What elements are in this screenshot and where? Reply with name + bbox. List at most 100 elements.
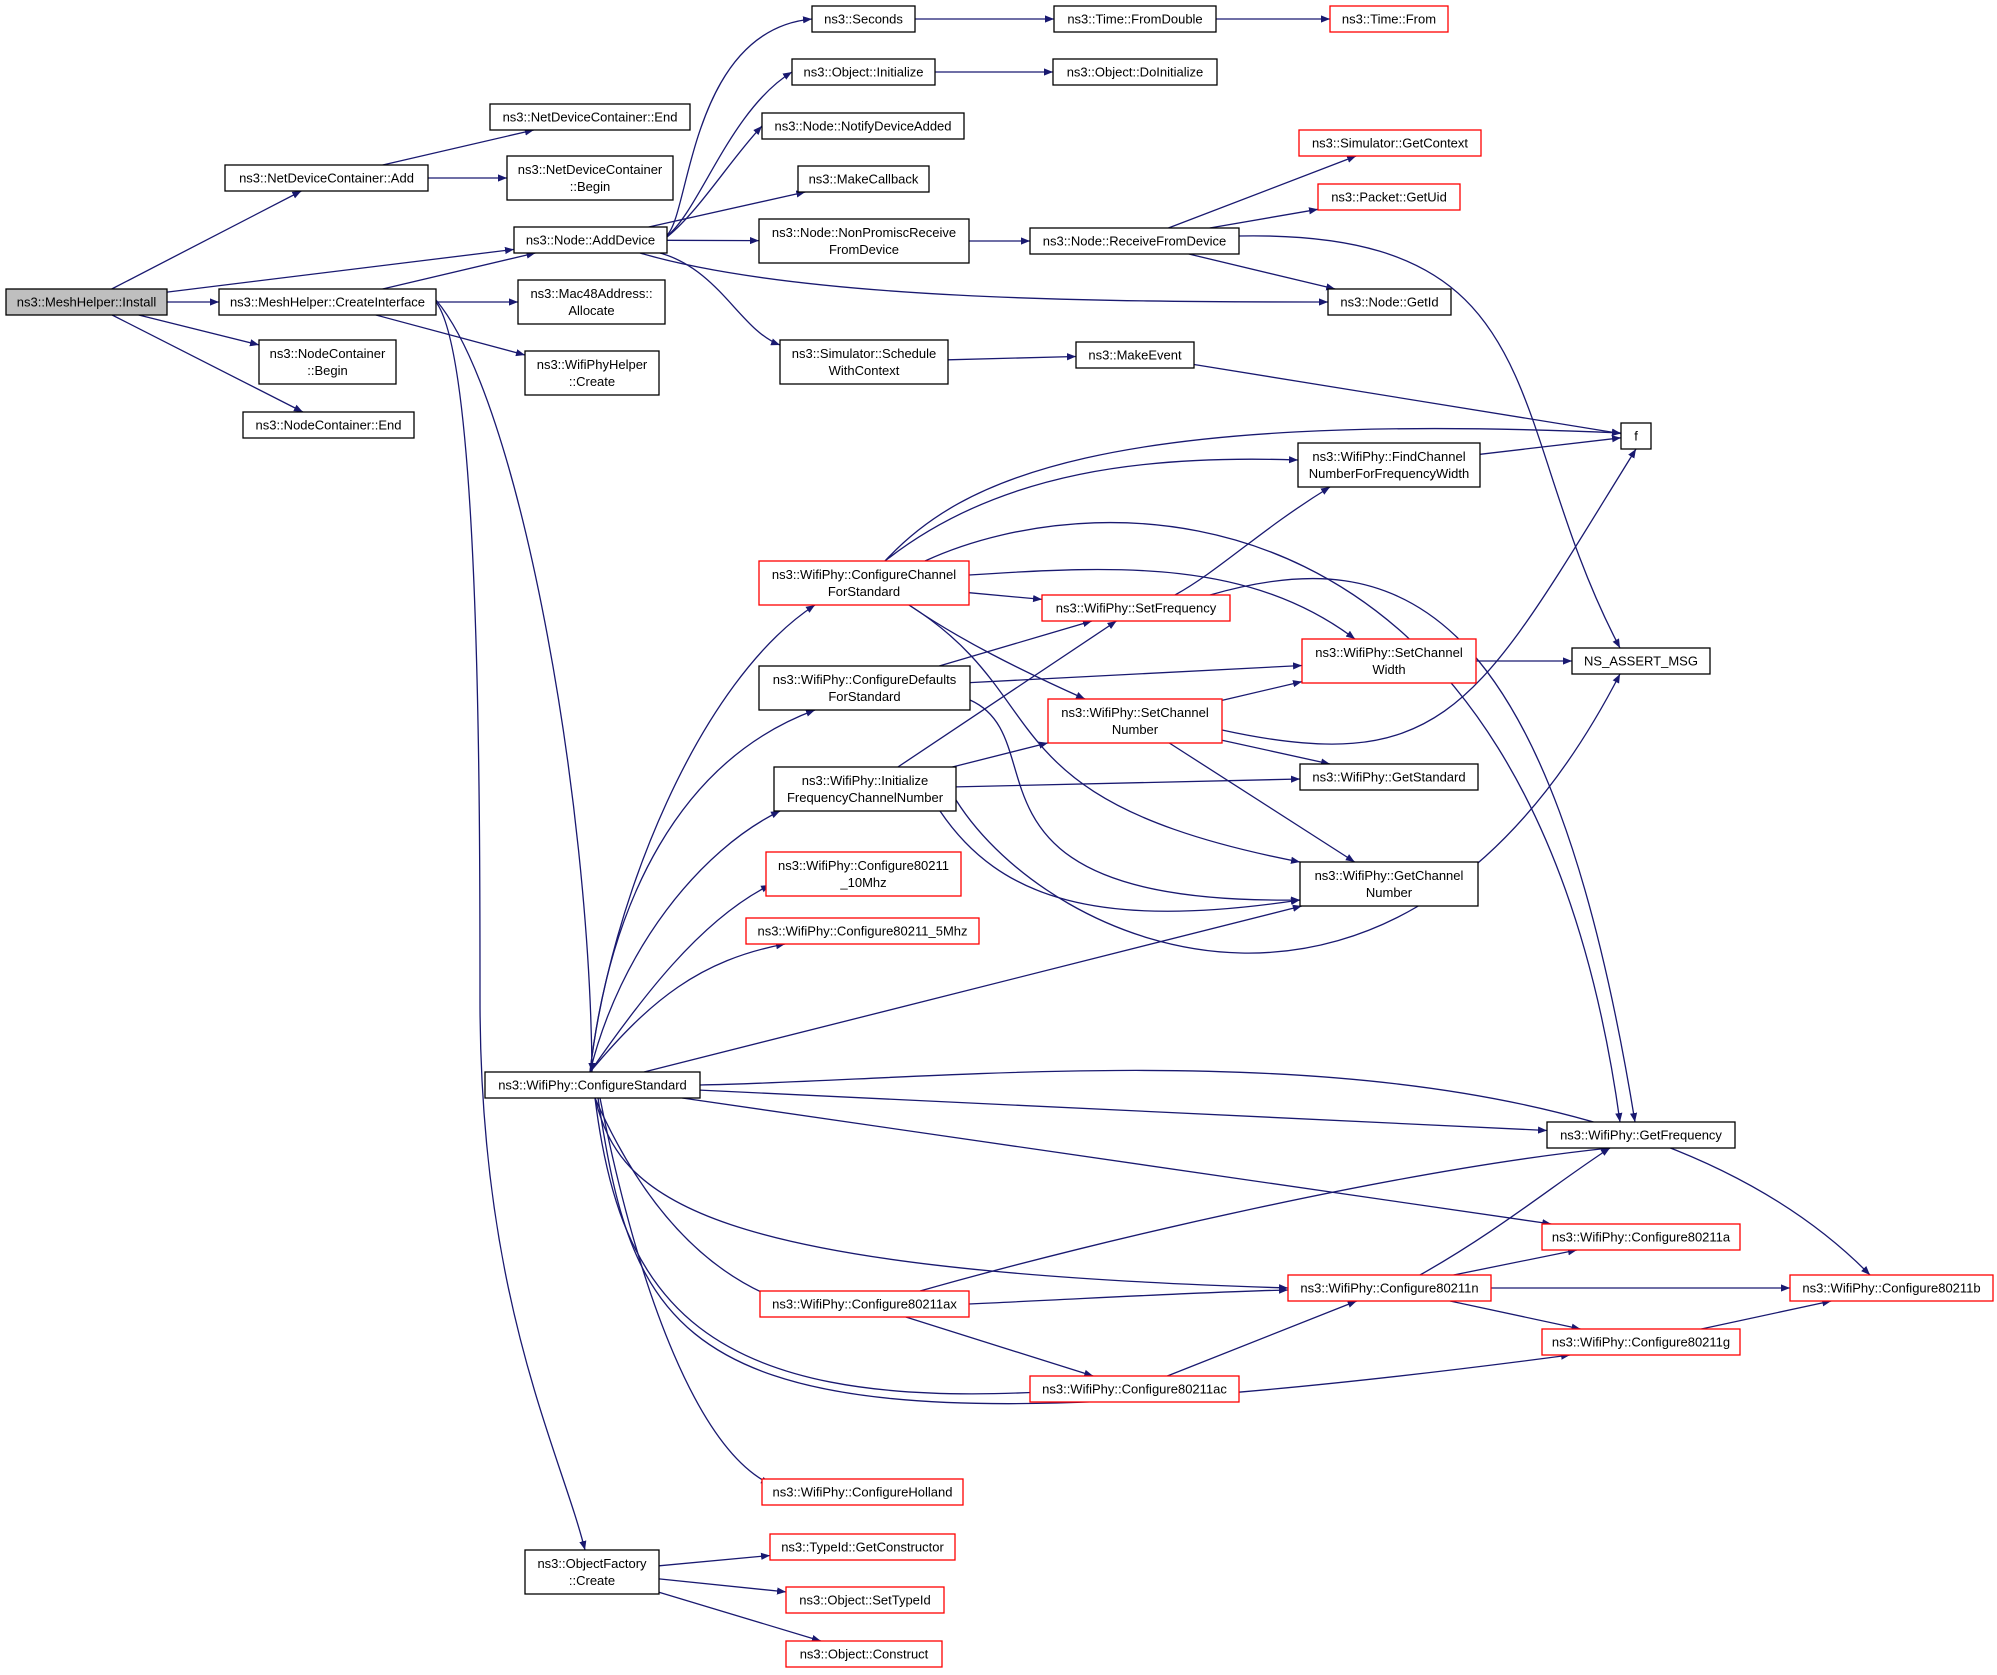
node-box-install[interactable]	[5, 288, 168, 316]
node-ndc_add[interactable]: ns3::NetDeviceContainer::Add	[224, 164, 429, 192]
node-box-ndc_begin[interactable]	[506, 155, 674, 201]
node-box-cfg80211ax[interactable]	[759, 1290, 970, 1318]
node-obj_initialize[interactable]: ns3::Object::Initialize	[791, 58, 936, 86]
node-box-cfgdefaults[interactable]	[758, 665, 971, 711]
node-box-cfg80211g[interactable]	[1541, 1328, 1741, 1356]
node-node_getid[interactable]: ns3::Node::GetId	[1327, 288, 1452, 316]
node-box-sim_getcontext[interactable]	[1298, 129, 1482, 157]
node-cfg80211n[interactable]: ns3::WifiPhy::Configure80211n	[1287, 1274, 1492, 1302]
node-cfg80211a[interactable]: ns3::WifiPhy::Configure80211a	[1541, 1223, 1741, 1251]
node-box-node_nonpromisc[interactable]	[758, 218, 970, 264]
node-wifiphyhelper_create[interactable]: ns3::WifiPhyHelper::Create	[524, 350, 660, 396]
node-objfactory_create[interactable]: ns3::ObjectFactory::Create	[524, 1549, 660, 1595]
node-box-makecallback[interactable]	[797, 165, 930, 193]
node-box-sim_schedule[interactable]	[779, 339, 949, 385]
node-box-time_from[interactable]	[1329, 5, 1449, 33]
node-cfgdefaults[interactable]: ns3::WifiPhy::ConfigureDefaultsForStanda…	[758, 665, 971, 711]
node-box-cfg80211b[interactable]	[1789, 1274, 1994, 1302]
node-getstandard[interactable]: ns3::WifiPhy::GetStandard	[1299, 763, 1479, 791]
node-box-createinterface[interactable]	[218, 288, 437, 316]
node-box-cfgholland[interactable]	[761, 1478, 964, 1506]
node-box-typeid_getconstructor[interactable]	[769, 1533, 956, 1561]
node-cfg80211b[interactable]: ns3::WifiPhy::Configure80211b	[1789, 1274, 1994, 1302]
node-box-getchannelnumber[interactable]	[1299, 861, 1479, 907]
node-box-cfg80211a[interactable]	[1541, 1223, 1741, 1251]
node-box-wifiphyhelper_create[interactable]	[524, 350, 660, 396]
node-box-time_fromdouble[interactable]	[1053, 5, 1217, 33]
node-mac48_allocate[interactable]: ns3::Mac48Address::Allocate	[517, 279, 666, 325]
node-obj_construct[interactable]: ns3::Object::Construct	[785, 1640, 943, 1668]
node-box-ndc_end[interactable]	[489, 103, 691, 131]
node-box-getfrequency[interactable]	[1546, 1121, 1736, 1149]
node-box-node_adddevice[interactable]	[513, 226, 668, 254]
node-box-cfg80211ac[interactable]	[1029, 1375, 1240, 1403]
node-nc_begin[interactable]: ns3::NodeContainer::Begin	[258, 339, 397, 385]
node-ns_assert[interactable]: NS_ASSERT_MSG	[1571, 647, 1711, 675]
node-box-node_receive[interactable]	[1029, 227, 1240, 255]
node-cfg80211ac[interactable]: ns3::WifiPhy::Configure80211ac	[1029, 1375, 1240, 1403]
node-cfg80211ax[interactable]: ns3::WifiPhy::Configure80211ax	[759, 1290, 970, 1318]
node-install[interactable]: ns3::MeshHelper::Install	[5, 288, 168, 316]
node-box-cfg5mhz[interactable]	[745, 917, 980, 945]
node-makecallback[interactable]: ns3::MakeCallback	[797, 165, 930, 193]
node-box-setchannelwidth[interactable]	[1301, 638, 1477, 684]
node-f[interactable]: f	[1620, 422, 1652, 450]
node-cfg80211g[interactable]: ns3::WifiPhy::Configure80211g	[1541, 1328, 1741, 1356]
node-box-nc_begin[interactable]	[258, 339, 397, 385]
node-box-nc_end[interactable]	[242, 411, 415, 439]
node-createinterface[interactable]: ns3::MeshHelper::CreateInterface	[218, 288, 437, 316]
node-cfg5mhz[interactable]: ns3::WifiPhy::Configure80211_5Mhz	[745, 917, 980, 945]
node-time_from[interactable]: ns3::Time::From	[1329, 5, 1449, 33]
node-cfgstandard[interactable]: ns3::WifiPhy::ConfigureStandard	[484, 1071, 701, 1099]
node-box-mac48_allocate[interactable]	[517, 279, 666, 325]
node-getfrequency[interactable]: ns3::WifiPhy::GetFrequency	[1546, 1121, 1736, 1149]
node-box-obj_initialize[interactable]	[791, 58, 936, 86]
node-box-obj_construct[interactable]	[785, 1640, 943, 1668]
node-box-cfgchannel[interactable]	[758, 560, 970, 606]
node-packet_getuid[interactable]: ns3::Packet::GetUid	[1317, 183, 1461, 211]
node-initfreq[interactable]: ns3::WifiPhy::InitializeFrequencyChannel…	[773, 766, 957, 812]
node-time_fromdouble[interactable]: ns3::Time::FromDouble	[1053, 5, 1217, 33]
node-box-cfgstandard[interactable]	[484, 1071, 701, 1099]
node-cfgholland[interactable]: ns3::WifiPhy::ConfigureHolland	[761, 1478, 964, 1506]
node-seconds[interactable]: ns3::Seconds	[811, 5, 916, 33]
node-setfrequency[interactable]: ns3::WifiPhy::SetFrequency	[1041, 594, 1231, 622]
node-box-obj_settypeid[interactable]	[785, 1586, 945, 1614]
node-obj_doinitialize[interactable]: ns3::Object::DoInitialize	[1052, 58, 1218, 86]
node-box-f[interactable]	[1620, 422, 1652, 450]
node-box-seconds[interactable]	[811, 5, 916, 33]
node-box-packet_getuid[interactable]	[1317, 183, 1461, 211]
node-box-setfrequency[interactable]	[1041, 594, 1231, 622]
node-box-node_notify[interactable]	[761, 112, 965, 140]
node-cfgchannel[interactable]: ns3::WifiPhy::ConfigureChannelForStandar…	[758, 560, 970, 606]
node-box-getstandard[interactable]	[1299, 763, 1479, 791]
node-node_adddevice[interactable]: ns3::Node::AddDevice	[513, 226, 668, 254]
node-typeid_getconstructor[interactable]: ns3::TypeId::GetConstructor	[769, 1533, 956, 1561]
node-box-obj_doinitialize[interactable]	[1052, 58, 1218, 86]
node-box-node_getid[interactable]	[1327, 288, 1452, 316]
node-box-objfactory_create[interactable]	[524, 1549, 660, 1595]
node-obj_settypeid[interactable]: ns3::Object::SetTypeId	[785, 1586, 945, 1614]
node-node_notify[interactable]: ns3::Node::NotifyDeviceAdded	[761, 112, 965, 140]
node-node_receive[interactable]: ns3::Node::ReceiveFromDevice	[1029, 227, 1240, 255]
node-box-makeevent[interactable]	[1075, 341, 1195, 369]
node-box-ns_assert[interactable]	[1571, 647, 1711, 675]
node-box-setchannelnumber[interactable]	[1047, 698, 1223, 744]
node-box-ndc_add[interactable]	[224, 164, 429, 192]
node-box-initfreq[interactable]	[773, 766, 957, 812]
node-cfg10mhz[interactable]: ns3::WifiPhy::Configure80211_10Mhz	[765, 851, 962, 897]
node-makeevent[interactable]: ns3::MakeEvent	[1075, 341, 1195, 369]
node-box-cfg80211n[interactable]	[1287, 1274, 1492, 1302]
node-findchannel[interactable]: ns3::WifiPhy::FindChannelNumberForFreque…	[1297, 442, 1481, 488]
node-ndc_end[interactable]: ns3::NetDeviceContainer::End	[489, 103, 691, 131]
node-box-cfg10mhz[interactable]	[765, 851, 962, 897]
node-nc_end[interactable]: ns3::NodeContainer::End	[242, 411, 415, 439]
node-sim_getcontext[interactable]: ns3::Simulator::GetContext	[1298, 129, 1482, 157]
node-box-findchannel[interactable]	[1297, 442, 1481, 488]
node-ndc_begin[interactable]: ns3::NetDeviceContainer::Begin	[506, 155, 674, 201]
